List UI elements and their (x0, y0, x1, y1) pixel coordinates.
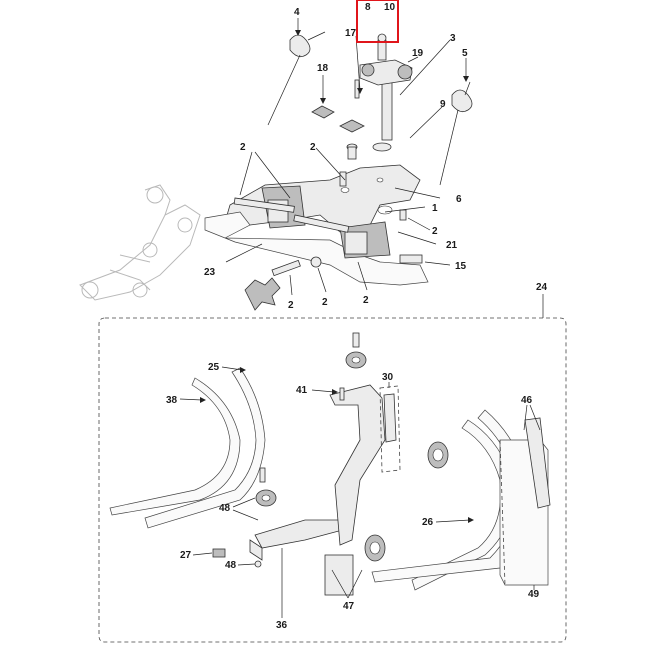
wheel-front (364, 534, 386, 562)
callout-23: 23 (204, 267, 216, 278)
callout-21: 21 (446, 240, 458, 251)
callout-48b: 48 (225, 560, 237, 571)
ghost-deck-outline (79, 184, 201, 301)
callout-26: 26 (422, 517, 434, 528)
callout-47: 47 (343, 601, 355, 612)
callout-10: 10 (384, 2, 396, 13)
callout-9: 9 (440, 99, 446, 110)
callout-2e: 2 (322, 297, 328, 308)
spacer-pad-lower (339, 119, 365, 133)
callout-2f: 2 (363, 295, 369, 306)
bracket-36 (254, 519, 351, 549)
callout-49: 49 (528, 589, 540, 600)
highlight-box (356, 0, 399, 43)
callout-2b: 2 (310, 142, 316, 153)
callout-17: 17 (345, 28, 357, 39)
callout-27: 27 (180, 550, 192, 561)
callout-41: 41 (296, 385, 308, 396)
callout-36: 36 (276, 620, 288, 631)
callout-18: 18 (317, 63, 329, 74)
callout-3: 3 (450, 33, 456, 44)
callout-5: 5 (462, 48, 468, 59)
kit-parts (109, 332, 551, 596)
skirt-38 (109, 377, 241, 516)
callout-24: 24 (536, 282, 548, 293)
callout-labels: 4 8 10 17 19 3 5 18 9 2 2 6 1 2 21 23 15… (166, 2, 548, 631)
fitting-27 (212, 548, 226, 558)
callout-1: 1 (432, 203, 438, 214)
lower-frame (204, 211, 429, 286)
star-knob (244, 277, 281, 311)
callout-4: 4 (294, 7, 300, 18)
callout-30: 30 (382, 372, 394, 383)
callout-15: 15 (455, 261, 467, 272)
nut-48 (254, 560, 262, 568)
callout-6: 6 (456, 194, 462, 205)
top-assembly (79, 31, 473, 311)
clip-46 (524, 417, 551, 509)
callout-46: 46 (521, 395, 533, 406)
callout-8: 8 (365, 2, 371, 13)
callout-48a: 48 (219, 503, 231, 514)
roller-left (255, 467, 277, 507)
spring-right (439, 81, 473, 186)
guide-30 (379, 385, 401, 473)
callout-19: 19 (412, 48, 424, 59)
callout-25: 25 (208, 362, 220, 373)
tie-rod (233, 197, 295, 213)
skirt-25 (144, 367, 266, 529)
callout-2d: 2 (288, 300, 294, 311)
kit-frame (98, 317, 567, 643)
arm-47 (329, 384, 386, 546)
callout-38: 38 (166, 395, 178, 406)
steering-shaft (381, 79, 393, 141)
wheel-rear (427, 441, 449, 469)
callout-2a: 2 (240, 142, 246, 153)
roller-top (345, 332, 367, 369)
leaders (179, 18, 544, 618)
callout-2c: 2 (432, 226, 438, 237)
spacer-pad-upper (311, 105, 335, 119)
